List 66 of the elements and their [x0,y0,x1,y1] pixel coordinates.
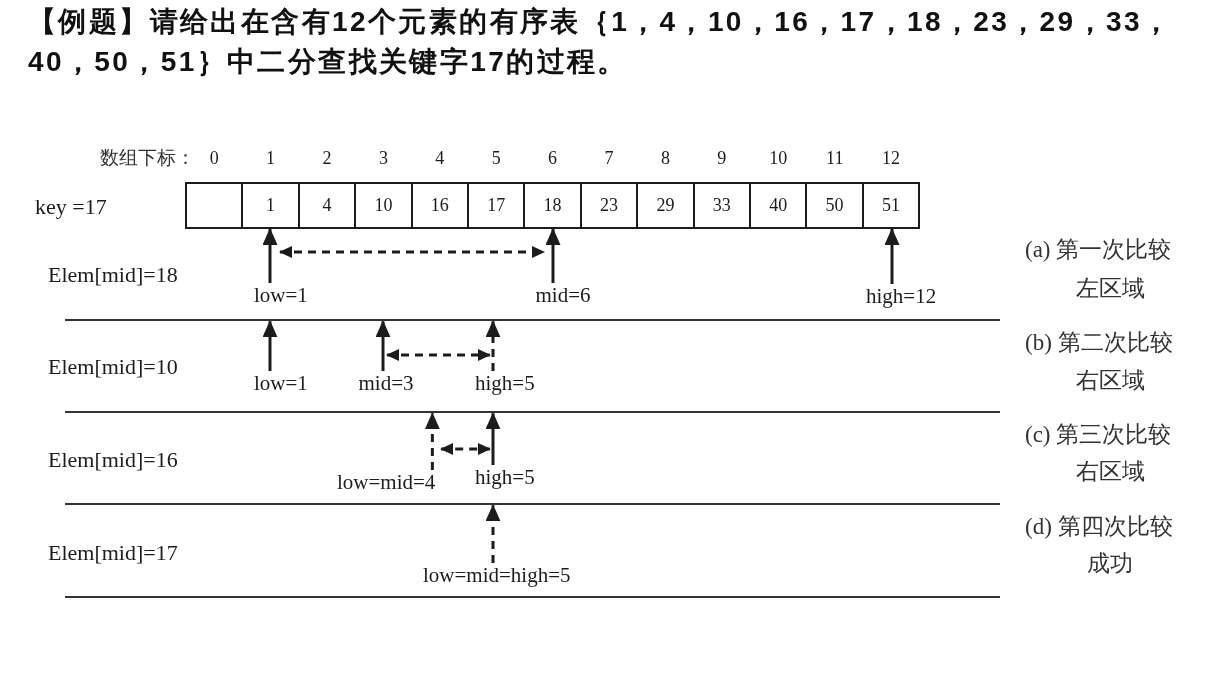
pointer-arrow [545,228,561,283]
array-cell: 50 [805,182,864,229]
array-cell: 40 [749,182,808,229]
pointer-arrow [485,412,501,465]
step-caption: (c) 第三次比较 [1025,421,1172,449]
pointer-arrow [485,320,501,371]
index-number: 1 [266,147,276,169]
separator-line [65,502,1000,506]
array-cell: 10 [354,182,413,229]
comparison-label: Elem[mid]=16 [48,447,178,473]
range-arrow [279,246,545,258]
array-cell [185,182,244,229]
index-number: 0 [209,147,219,169]
comparison-label: Elem[mid]=17 [48,540,178,566]
pointer-label: high=5 [475,371,535,395]
array-cell: 4 [297,182,357,229]
pointer-label: low=1 [254,371,308,395]
pointer-label: low=mid=high=5 [423,563,571,587]
pointer-label: high=12 [866,284,937,308]
index-number: 11 [826,147,844,169]
range-arrow [440,443,491,455]
array-cell: 1 [241,182,300,229]
result-caption: 成功 [1087,550,1133,578]
pointer-arrow [262,320,278,371]
step-caption: (d) 第四次比较 [1025,513,1173,541]
array-cell: 18 [523,182,582,229]
index-number: 10 [769,147,788,169]
pointer-label: mid=3 [358,371,414,395]
index-number: 2 [322,147,332,169]
array-cell: 33 [692,182,751,229]
axis-caption: 数组下标： [100,146,195,170]
step-caption: (b) 第二次比较 [1025,329,1173,357]
key-label: key =17 [35,194,107,220]
separator-line [65,410,1000,414]
result-caption: 左区域 [1075,275,1145,303]
pointer-arrow [485,504,501,563]
pointer-arrow [884,228,900,284]
range-arrow [386,349,491,361]
index-number: 12 [882,147,900,169]
step-caption: (a) 第一次比较 [1025,236,1172,264]
index-number: 7 [604,147,614,169]
array-cell: 17 [467,182,526,229]
index-number: 4 [435,147,445,169]
index-number: 3 [378,147,388,169]
title-text: 【例题】请给出在含有12个元素的有序表｛1，4，10，16，17，18，23，29，33，40，50，51｝中二分查找关键字17的过程。 [28,5,1174,79]
comparison-label: Elem[mid]=18 [48,262,178,288]
pointer-label: low=1 [254,283,308,307]
separator-line [65,318,1000,322]
pointer-arrow [375,320,391,371]
result-caption: 右区域 [1075,367,1145,395]
array-cell: 29 [636,182,695,229]
pointer-label: low=mid=4 [337,470,436,494]
array-cell: 23 [579,182,639,229]
index-number: 9 [717,147,727,169]
pointer-label: high=5 [475,465,535,489]
array-cell: 51 [861,182,921,229]
index-number: 5 [491,147,501,169]
index-number: 8 [660,147,670,169]
pointer-arrow [262,228,278,283]
pointer-label: mid=6 [535,283,591,307]
comparison-label: Elem[mid]=10 [48,354,178,380]
index-number: 6 [548,147,558,169]
result-caption: 右区域 [1075,458,1145,486]
pointer-arrow [424,412,440,470]
array-cell: 16 [410,182,469,229]
separator-line [65,595,1000,599]
